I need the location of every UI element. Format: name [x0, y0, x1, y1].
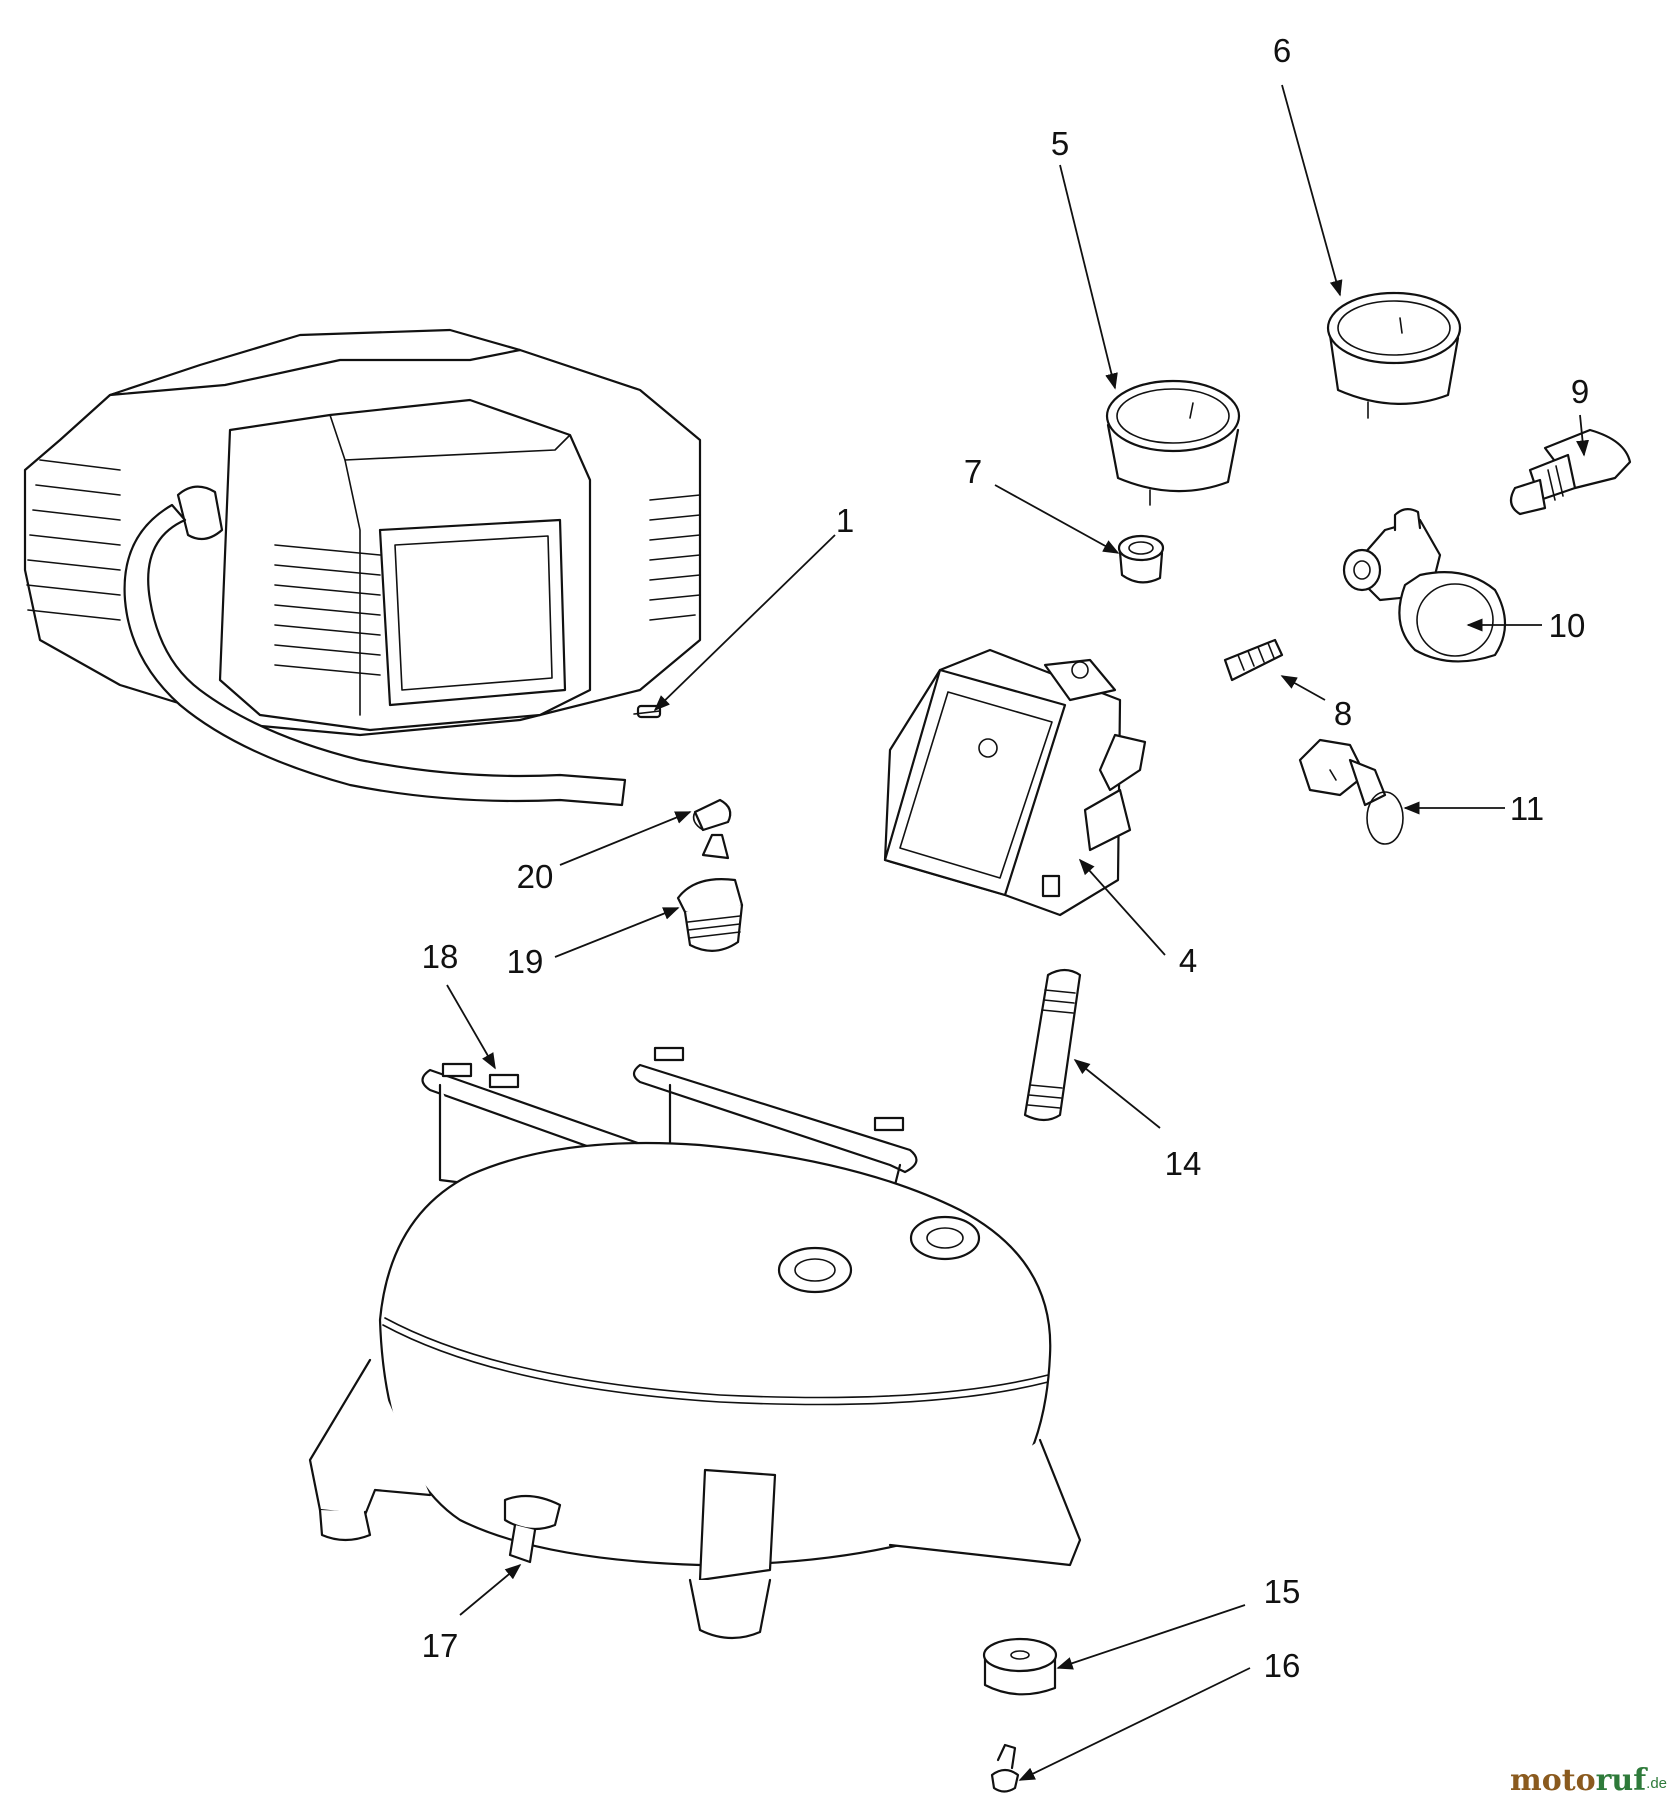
leader-17 — [459, 1563, 522, 1616]
leader-1 — [653, 534, 836, 712]
part-6-gauge — [1326, 291, 1462, 419]
callout-11: 11 — [1510, 790, 1544, 827]
leader-20 — [559, 811, 692, 866]
part-7-bushing — [1117, 534, 1165, 584]
callout-1: 1 — [836, 502, 854, 539]
leader-9 — [1576, 414, 1589, 457]
callout-19: 19 — [507, 943, 544, 980]
part-9-valve — [1509, 428, 1632, 516]
leader-16 — [1018, 1667, 1251, 1781]
part-19-barb-fitting — [676, 833, 744, 952]
leader-lines — [446, 84, 1589, 1781]
part-5-gauge — [1105, 379, 1241, 506]
callout-20: 20 — [517, 858, 554, 895]
part-8-nipple — [1223, 638, 1284, 682]
callout-5: 5 — [1051, 125, 1069, 162]
part-10-regulator — [1342, 508, 1506, 663]
watermark-part2: ruf — [1596, 1763, 1649, 1798]
leader-7 — [994, 484, 1120, 554]
watermark-part1: moto — [1510, 1763, 1596, 1798]
leader-19 — [554, 907, 680, 958]
part-16-bolt — [990, 1743, 1020, 1793]
leader-4 — [1078, 858, 1166, 956]
callout-labels: 1 4 5 6 7 8 9 10 11 14 15 16 17 18 19 20 — [422, 32, 1590, 1684]
part-4-pressure-switch — [883, 648, 1147, 917]
callout-8: 8 — [1334, 695, 1352, 732]
svg-text:motoruf.de: motoruf.de — [1510, 1763, 1667, 1798]
leader-18 — [446, 984, 496, 1070]
callout-9: 9 — [1571, 373, 1589, 410]
leader-6 — [1281, 84, 1343, 297]
watermark-logo: motoruf.de — [1510, 1763, 1667, 1798]
leader-8 — [1280, 675, 1326, 701]
part-1-screw — [633, 704, 662, 719]
part-15-rubber-foot — [982, 1637, 1058, 1696]
watermark-suffix: .de — [1646, 1775, 1667, 1792]
callout-15: 15 — [1264, 1573, 1301, 1610]
callout-14: 14 — [1165, 1145, 1202, 1182]
part-20-clamp — [692, 798, 732, 832]
tank — [308, 1141, 1082, 1640]
leader-15 — [1056, 1604, 1246, 1670]
part-11-coupler — [1298, 738, 1404, 845]
part-14-long-nipple — [1023, 968, 1082, 1122]
callout-10: 10 — [1549, 607, 1586, 644]
callout-18: 18 — [422, 938, 459, 975]
callout-7: 7 — [964, 453, 982, 490]
leader-5 — [1059, 164, 1118, 390]
callout-17: 17 — [422, 1627, 459, 1664]
callout-16: 16 — [1264, 1647, 1301, 1684]
callout-6: 6 — [1273, 32, 1291, 69]
motor-shroud — [23, 328, 702, 807]
callout-4: 4 — [1179, 942, 1197, 979]
leader-14 — [1073, 1058, 1161, 1129]
